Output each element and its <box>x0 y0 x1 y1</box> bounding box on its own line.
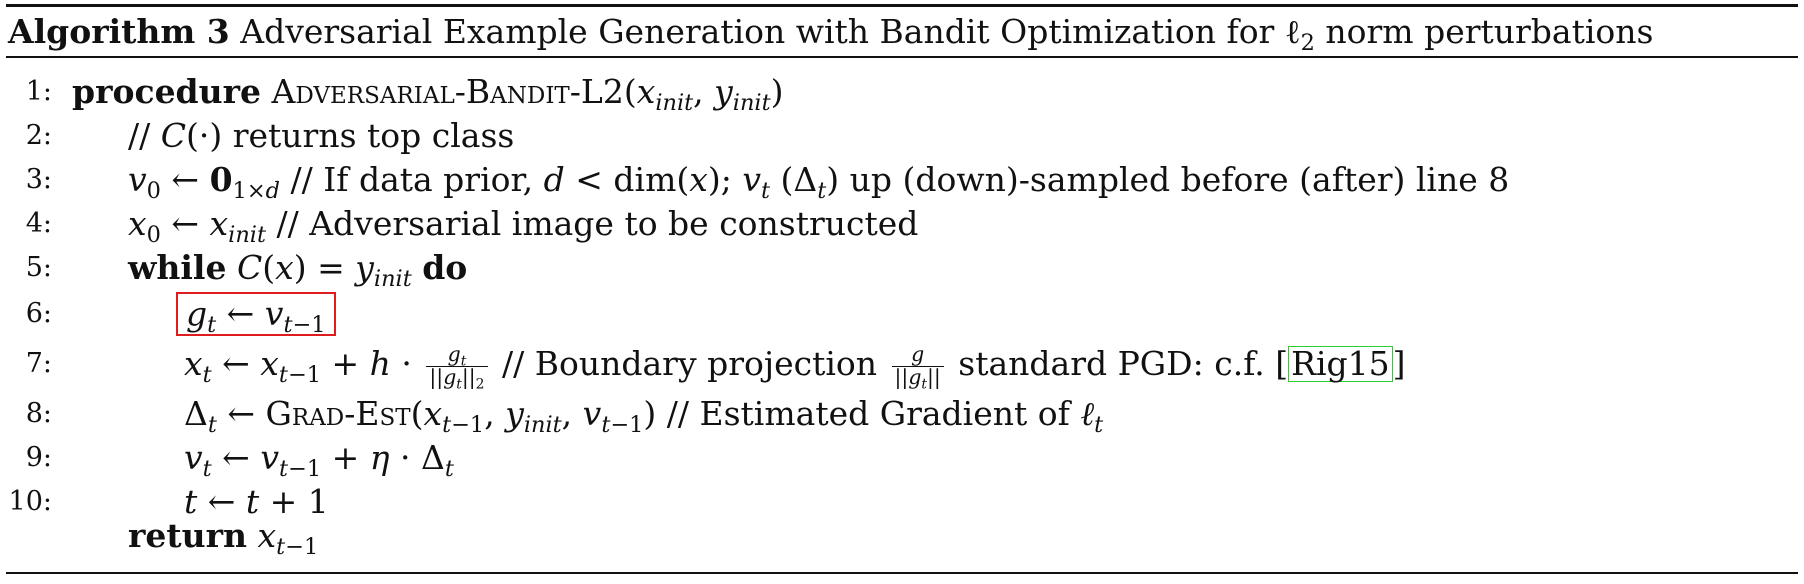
keyword: while <box>128 248 227 287</box>
comment: returns top class <box>232 116 515 155</box>
comment: Boundary projection <box>534 344 878 383</box>
algorithm-line-5: 5: while C(x) = yinit do <box>0 246 1800 290</box>
algorithm-line-8: 8: Δt ← Grad-Est(xt−1, yinit, vt−1) // E… <box>0 392 1800 436</box>
line-code: while C(x) = yinit do <box>128 248 468 293</box>
highlight-box: gt ← vt−1 <box>176 292 336 336</box>
comment: If data prior, <box>323 160 534 199</box>
keyword: do <box>422 248 468 287</box>
line-number: 6: <box>25 298 52 329</box>
line-code: v0 ← 01×d // If data prior, d < dim(x); … <box>128 160 1510 205</box>
fraction: gt||gt||2 <box>426 343 488 391</box>
line-number: 9: <box>25 442 52 473</box>
line-number: 2: <box>25 120 52 151</box>
line-code: Δt ← Grad-Est(xt−1, yinit, vt−1) // Esti… <box>184 394 1104 439</box>
caption-rule <box>6 56 1798 58</box>
keyword: procedure <box>72 72 262 111</box>
comment: Estimated Gradient of <box>699 394 1070 433</box>
function-name: Grad-Est <box>265 394 411 433</box>
line-code: gt ← vt−1 <box>176 292 336 336</box>
algorithm-title-tail: norm perturbations <box>1314 12 1654 51</box>
line-code: procedure Adversarial-Bandit-L2(xinit, y… <box>72 72 784 117</box>
algorithm-line-10: 10: t ← t + 1 <box>0 480 1800 524</box>
algorithm-label: Algorithm 3 <box>8 12 230 51</box>
algorithm-caption: Algorithm 3 Adversarial Example Generati… <box>8 10 1653 54</box>
algorithm-line-7: 7: xt ← xt−1 + h · gt||gt||2 // Boundary… <box>0 342 1800 392</box>
line-code: x0 ← xinit // Adversarial image to be co… <box>128 204 919 249</box>
algorithm-line-return: return xt−1 <box>0 514 1800 558</box>
bottom-rule <box>6 572 1798 574</box>
citation-link[interactable]: Rig15 <box>1288 346 1393 382</box>
line-number: 5: <box>25 252 52 283</box>
comment: Adversarial image to be constructed <box>309 204 919 243</box>
line-number: 3: <box>25 164 52 195</box>
top-rule <box>6 4 1798 7</box>
line-number: 4: <box>25 208 52 239</box>
algorithm-title-sub: 2 <box>1300 30 1315 57</box>
algorithm-line-1: 1: procedure Adversarial-Bandit-L2(xinit… <box>0 70 1800 114</box>
comment: up (down)-sampled before (after) line 8 <box>849 160 1510 199</box>
algorithm-line-2: 2: // C(·) returns top class <box>0 114 1800 158</box>
algorithm-line-6: 6: gt ← vt−1 <box>0 292 1800 336</box>
line-number: 7: <box>25 348 52 379</box>
procedure-name: Adversarial-Bandit-L2 <box>271 72 624 111</box>
algorithm-title: Adversarial Example Generation with Band… <box>240 12 1301 51</box>
line-code: xt ← xt−1 + h · gt||gt||2 // Boundary pr… <box>184 342 1406 392</box>
keyword: return <box>128 516 247 555</box>
line-code: // C(·) returns top class <box>128 116 515 155</box>
comment: standard PGD: c.f. <box>958 344 1265 383</box>
line-code: t ← t + 1 <box>184 482 329 521</box>
line-number: 1: <box>25 76 52 107</box>
algorithm-line-9: 9: vt ← vt−1 + η · Δt <box>0 436 1800 480</box>
line-code: return xt−1 <box>128 516 319 561</box>
line-number: 10: <box>8 486 52 517</box>
line-code: vt ← vt−1 + η · Δt <box>184 438 454 483</box>
line-number: 8: <box>25 398 52 429</box>
fraction: g||gt|| <box>891 343 944 391</box>
algorithm-line-3: 3: v0 ← 01×d // If data prior, d < dim(x… <box>0 158 1800 202</box>
algorithm-line-4: 4: x0 ← xinit // Adversarial image to be… <box>0 202 1800 246</box>
